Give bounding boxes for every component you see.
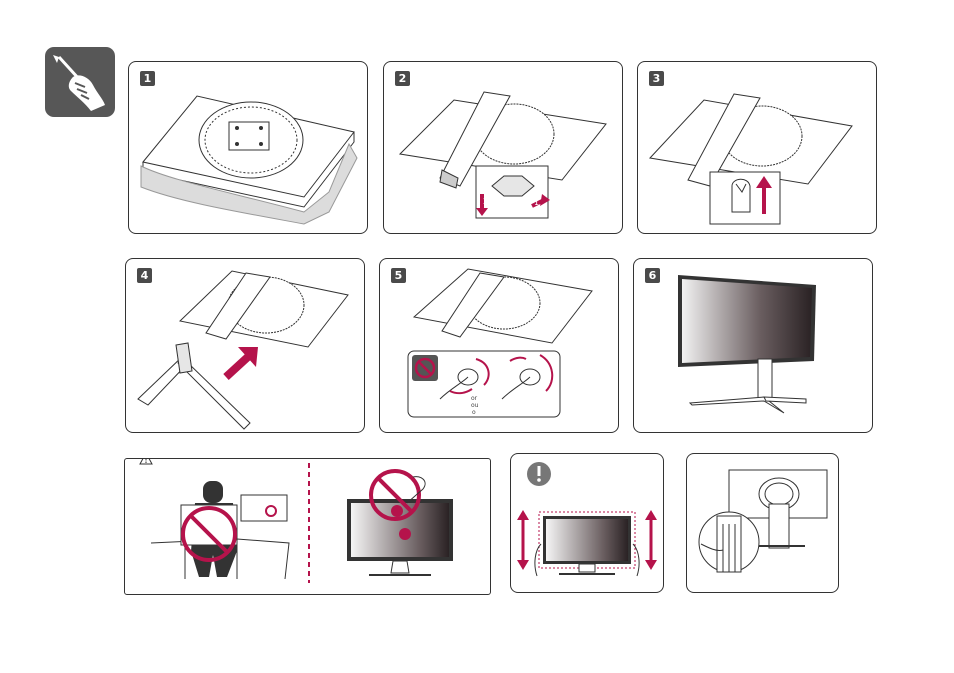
step-6-panel: 6 [633, 258, 873, 433]
screwdriver-hand-icon [45, 47, 115, 117]
monitor-on-cushion-illustration [129, 62, 367, 233]
step-4-panel: 4 [125, 258, 365, 433]
do-not-lift-improperly-illustration [125, 459, 490, 594]
stand-neck-attach-illustration [384, 62, 622, 233]
caution-panel [124, 458, 491, 595]
cable-holder-illustration [687, 454, 838, 592]
arrow-label-1: 1 [534, 200, 539, 206]
arrow-label-2: 2 [483, 199, 488, 205]
step-3-panel: 3 [637, 61, 877, 234]
step-2-panel: 2 1 2 [383, 61, 623, 234]
o-label: o [472, 410, 476, 416]
assembled-monitor-illustration [634, 259, 872, 432]
attach-base-illustration [126, 259, 364, 432]
step-5-panel: 5 or ou o [379, 258, 619, 433]
tighten-base-screw-illustration [380, 259, 618, 432]
cable-management-panel [686, 453, 839, 593]
height-adjust-illustration [511, 454, 663, 592]
screw-tighten-illustration [638, 62, 876, 233]
step-1-panel: 1 [128, 61, 368, 234]
notice-panel [510, 453, 664, 593]
